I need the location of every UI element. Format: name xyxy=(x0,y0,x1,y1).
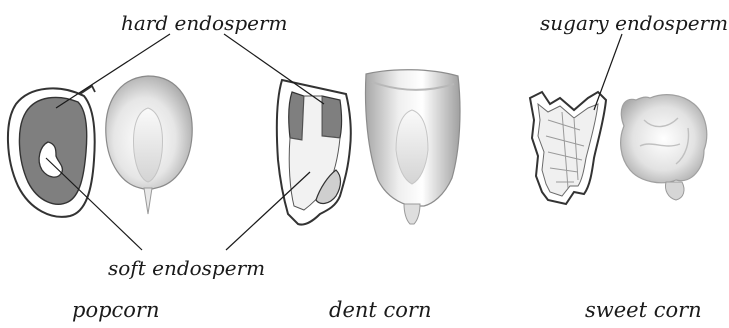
leader-sugary-endosperm xyxy=(594,34,622,110)
sweet-corn-kernel-body xyxy=(621,95,707,183)
popcorn-kernel xyxy=(106,76,192,214)
label-popcorn: popcorn xyxy=(72,300,160,321)
dent-corn-hard-endosperm-left xyxy=(289,92,304,140)
label-hard-endosperm: hard endosperm xyxy=(121,13,288,33)
dent-corn-cross-section xyxy=(277,80,351,225)
label-soft-endosperm: soft endosperm xyxy=(108,258,265,278)
label-sugary-endosperm: sugary endosperm xyxy=(540,13,728,33)
sweet-corn-kernel-tip xyxy=(665,182,684,200)
sweet-corn-kernel xyxy=(621,95,707,200)
dent-corn-kernel-tip xyxy=(404,204,420,224)
dent-corn-kernel xyxy=(366,70,461,224)
popcorn-cross-section xyxy=(8,86,95,217)
popcorn-kernel-tip xyxy=(144,188,152,214)
dent-corn-hard-endosperm-right xyxy=(322,96,342,138)
label-dent-corn: dent corn xyxy=(329,300,431,321)
leader-hard-endosperm-dent xyxy=(224,34,324,104)
label-sweet-corn: sweet corn xyxy=(585,300,702,321)
